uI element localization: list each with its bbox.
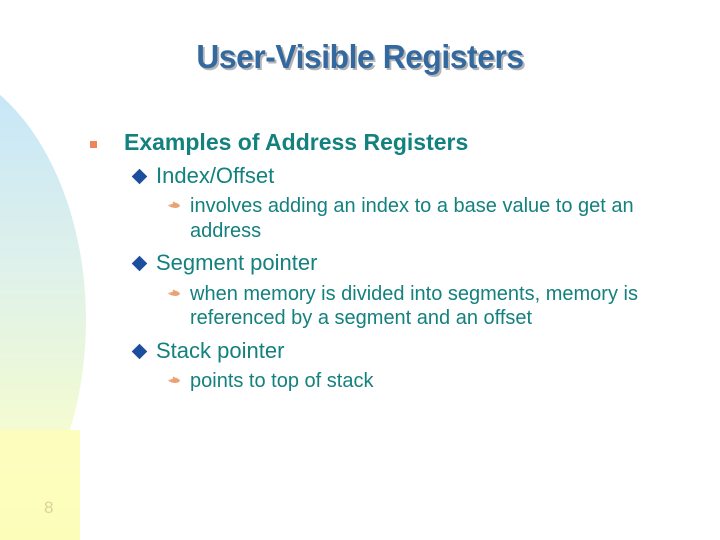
- bullet-level1-label: Examples of Address Registers: [124, 129, 469, 155]
- bullet-level3-item: when memory is divided into segments, me…: [168, 282, 710, 331]
- pointing-hand-bullet-icon: [167, 197, 183, 213]
- bullet-level3-text: involves adding an index to a base value…: [190, 195, 634, 242]
- bullet-level2-item: Segment pointer: [131, 250, 720, 276]
- bullet-level2-item: Index/Offset: [131, 162, 720, 189]
- page-number: 8: [44, 498, 54, 517]
- bullet-level2-label: Stack pointer: [156, 337, 285, 363]
- pointing-hand-bullet-icon: [167, 285, 183, 301]
- diamond-bullet-icon: [131, 255, 148, 272]
- pointing-hand-bullet-icon: [167, 372, 183, 388]
- diamond-bullet-icon: [131, 168, 148, 185]
- bullet-level3-text: when memory is divided into segments, me…: [190, 282, 638, 330]
- bullet-level1-heading: Examples of Address Registers: [88, 129, 720, 156]
- bullet-level2-item: Stack pointer: [131, 337, 720, 364]
- bullet-level2-label: Index/Offset: [156, 162, 275, 188]
- square-bullet-icon: [90, 141, 97, 148]
- page-title: User-Visible Registers: [196, 38, 524, 75]
- bullet-level3-item: involves adding an index to a base value…: [168, 194, 710, 243]
- bullet-level3-text: points to top of stack: [190, 370, 374, 393]
- slide-body: Examples of Address Registers Index/Offs…: [0, 129, 720, 490]
- diamond-bullet-icon: [131, 343, 148, 359]
- bullet-level2-label: Segment pointer: [156, 250, 318, 276]
- bullet-level3-item: points to top of stack: [168, 369, 710, 393]
